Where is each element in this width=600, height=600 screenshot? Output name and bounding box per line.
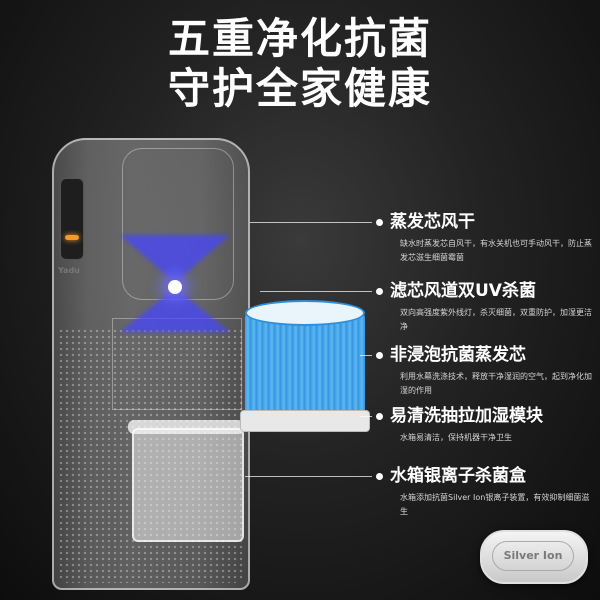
- uv-light-beam-bottom: [120, 288, 230, 332]
- uv-lamp-icon: [168, 280, 182, 294]
- feature-desc: 缺水时蒸发芯自风干，有水关机也可手动风干，防止蒸发芯滋生细菌霉菌: [400, 239, 592, 262]
- silver-ion-box-image: Silver Ion: [480, 530, 588, 584]
- control-panel: [60, 178, 84, 260]
- leader-line-5: [245, 476, 372, 477]
- uv-light-beam-top: [120, 235, 230, 283]
- filter-mesh: [245, 312, 365, 422]
- water-tank: [132, 428, 244, 542]
- feature-title: 水箱银离子杀菌盒: [390, 466, 526, 486]
- feature-title: 滤芯风道双UV杀菌: [390, 281, 536, 301]
- bullet-icon: [376, 352, 383, 359]
- status-led-icon: [65, 235, 79, 240]
- leader-line-2: [260, 291, 372, 292]
- feature-desc: 双向高强度紫外线灯，杀灭细菌，双重防护，加湿更洁净: [400, 308, 592, 331]
- feature-dual-uv: 滤芯风道双UV杀菌 双向高强度紫外线灯，杀灭细菌，双重防护，加湿更洁净: [376, 280, 598, 331]
- feature-desc: 水箱添加抗菌Silver Ion银离子装置，有效抑制细菌滋生: [400, 493, 590, 516]
- bullet-icon: [376, 413, 383, 420]
- feature-silver-ion-box: 水箱银离子杀菌盒 水箱添加抗菌Silver Ion银离子装置，有效抑制细菌滋生: [376, 465, 598, 516]
- feature-title: 易清洗抽拉加湿模块: [390, 406, 543, 426]
- feature-title: 蒸发芯风干: [390, 212, 475, 232]
- bullet-icon: [376, 288, 383, 295]
- silver-ion-label: Silver Ion: [492, 541, 574, 571]
- feature-antibacterial-evaporator: 非浸泡抗菌蒸发芯 利用水幕洗涤技术，释放干净湿润的空气，起到净化加湿的作用: [376, 344, 598, 395]
- feature-title: 非浸泡抗菌蒸发芯: [390, 345, 526, 365]
- leader-line-3: [360, 355, 372, 356]
- bullet-icon: [376, 473, 383, 480]
- filter-top-ring: [245, 300, 365, 326]
- humidifier-module-tray: [240, 410, 370, 432]
- brand-logo: Yadu: [58, 266, 80, 275]
- feature-easy-clean-module: 易清洗抽拉加湿模块 水箱易清洁，保持机器干净卫生: [376, 405, 598, 445]
- headline: 五重净化抗菌 守护全家健康: [0, 14, 600, 114]
- headline-line-1: 五重净化抗菌: [167, 14, 432, 63]
- headline-line-2: 守护全家健康: [167, 64, 432, 113]
- leader-line-1: [250, 222, 372, 223]
- evaporator-filter-image: [245, 300, 365, 422]
- feature-desc: 水箱易清洁，保持机器干净卫生: [400, 433, 512, 442]
- bullet-icon: [376, 219, 383, 226]
- feature-evaporator-dry: 蒸发芯风干 缺水时蒸发芯自风干，有水关机也可手动风干，防止蒸发芯滋生细菌霉菌: [376, 211, 598, 262]
- feature-desc: 利用水幕洗涤技术，释放干净湿润的空气，起到净化加湿的作用: [400, 372, 592, 395]
- humidifier-device-image: Yadu: [52, 138, 250, 590]
- leader-line-4: [360, 416, 372, 417]
